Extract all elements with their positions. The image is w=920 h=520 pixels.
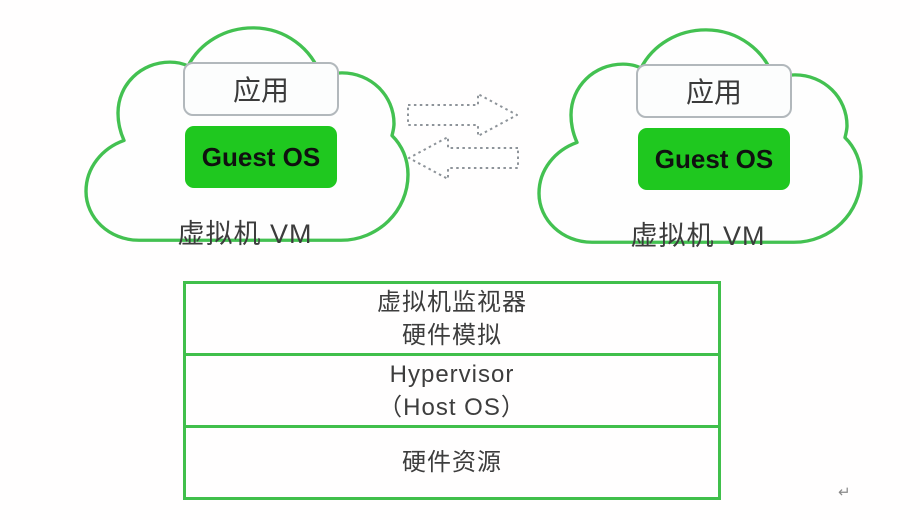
vm-cloud-right: 应用 Guest OS 虚拟机 VM	[528, 24, 868, 254]
stack-layer-text: 虚拟机监视器	[377, 288, 527, 316]
guest-os-label: Guest OS	[201, 141, 321, 172]
app-box: 应用	[636, 64, 792, 118]
app-label: 应用	[232, 75, 289, 106]
arrow-right-icon	[407, 93, 518, 137]
app-label: 应用	[685, 77, 742, 108]
hypervisor-stack: 虚拟机监视器 硬件模拟 Hypervisor （Host OS） 硬件资源	[183, 281, 721, 500]
stack-layer-text: 硬件模拟	[402, 321, 502, 349]
return-mark: ↵	[838, 484, 851, 501]
stack-layer-text: （Host OS）	[378, 393, 526, 421]
guest-os-box: Guest OS	[638, 128, 790, 190]
vm-caption: 虚拟机 VM	[630, 221, 766, 251]
guest-os-label: Guest OS	[654, 143, 774, 174]
vm-cloud-left: 应用 Guest OS 虚拟机 VM	[75, 22, 415, 252]
stack-layer-hardware: 硬件资源	[186, 425, 718, 497]
stack-layer-vmm: 虚拟机监视器 硬件模拟	[186, 284, 718, 353]
arrow-left-icon	[408, 136, 519, 180]
guest-os-box: Guest OS	[185, 126, 337, 188]
stack-layer-text: Hypervisor	[389, 360, 515, 388]
migration-arrows	[402, 88, 524, 188]
stack-layer-hypervisor: Hypervisor （Host OS）	[186, 353, 718, 425]
app-box: 应用	[183, 62, 339, 116]
stack-layer-text: 硬件资源	[402, 449, 502, 476]
vm-caption: 虚拟机 VM	[177, 219, 313, 249]
